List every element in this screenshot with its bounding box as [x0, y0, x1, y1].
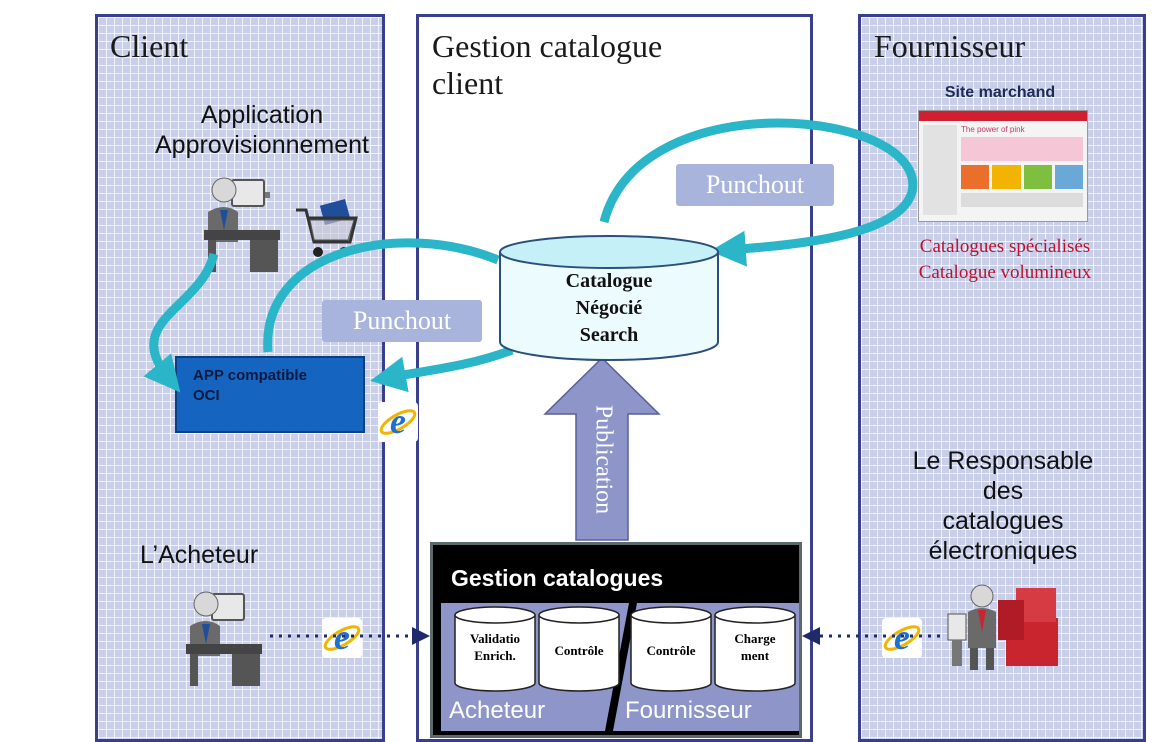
punchout-tag-left: Punchout — [322, 300, 482, 342]
publication-label: Publication — [590, 404, 617, 515]
buyer-group-label: Acheteur — [449, 697, 546, 724]
catalogue-db-line3: Search — [579, 324, 639, 346]
supplier-lane-title: Fournisseur — [874, 28, 1026, 64]
cyl-validation: Validatio Enrich. — [469, 631, 521, 663]
buyer-label: L’Acheteur — [140, 541, 259, 569]
catalogue-db-line1: Catalogue — [565, 270, 653, 292]
punchout-tag-right: Punchout — [676, 164, 834, 206]
supplier-group-label: Fournisseur — [625, 697, 752, 724]
site-screenshot-text: The power of pink — [961, 125, 1025, 134]
svg-text:e: e — [894, 618, 910, 657]
application-label: Application Approvisionnement — [154, 101, 369, 159]
catalogue-db-line2: Négocié — [575, 297, 643, 319]
user-at-desk-icon — [194, 172, 286, 276]
svg-text:e: e — [390, 402, 406, 441]
center-lane-title: Gestion catalogue client — [432, 28, 663, 101]
shopping-cart-icon — [292, 198, 362, 267]
gestion-catalogues-title: Gestion catalogues — [451, 565, 664, 591]
boxes-icon — [944, 578, 1066, 679]
app-compatible-oci-box: APP compatible OCI — [175, 356, 365, 433]
specialized-catalogues-label: Catalogues spécialisés Catalogue volumin… — [918, 236, 1092, 283]
site-marchand-screenshot: The power of pink — [918, 110, 1088, 222]
buyer-user-icon — [176, 586, 268, 690]
client-lane-title: Client — [110, 28, 189, 64]
cyl-controle-buyer: Contrôle — [554, 643, 604, 658]
app-box-label: APP compatible OCI — [193, 367, 307, 404]
ie-browser-icon-supplier: e — [882, 618, 922, 658]
cyl-chargement: Charge ment — [734, 631, 776, 663]
site-marchand-label: Site marchand — [944, 84, 1056, 101]
ie-browser-icon-buyer: e — [322, 618, 362, 658]
catalogue-manager-label: Le Responsable des catalogues électroniq… — [912, 447, 1094, 565]
cyl-controle-supplier: Contrôle — [646, 643, 696, 658]
gestion-catalogues-box: Gestion catalogues Validatio Enrich. Con… — [430, 542, 802, 738]
ie-browser-icon: e — [378, 402, 418, 442]
catalogue-database: Catalogue Négocié Search — [498, 234, 720, 364]
svg-text:e: e — [334, 618, 350, 657]
